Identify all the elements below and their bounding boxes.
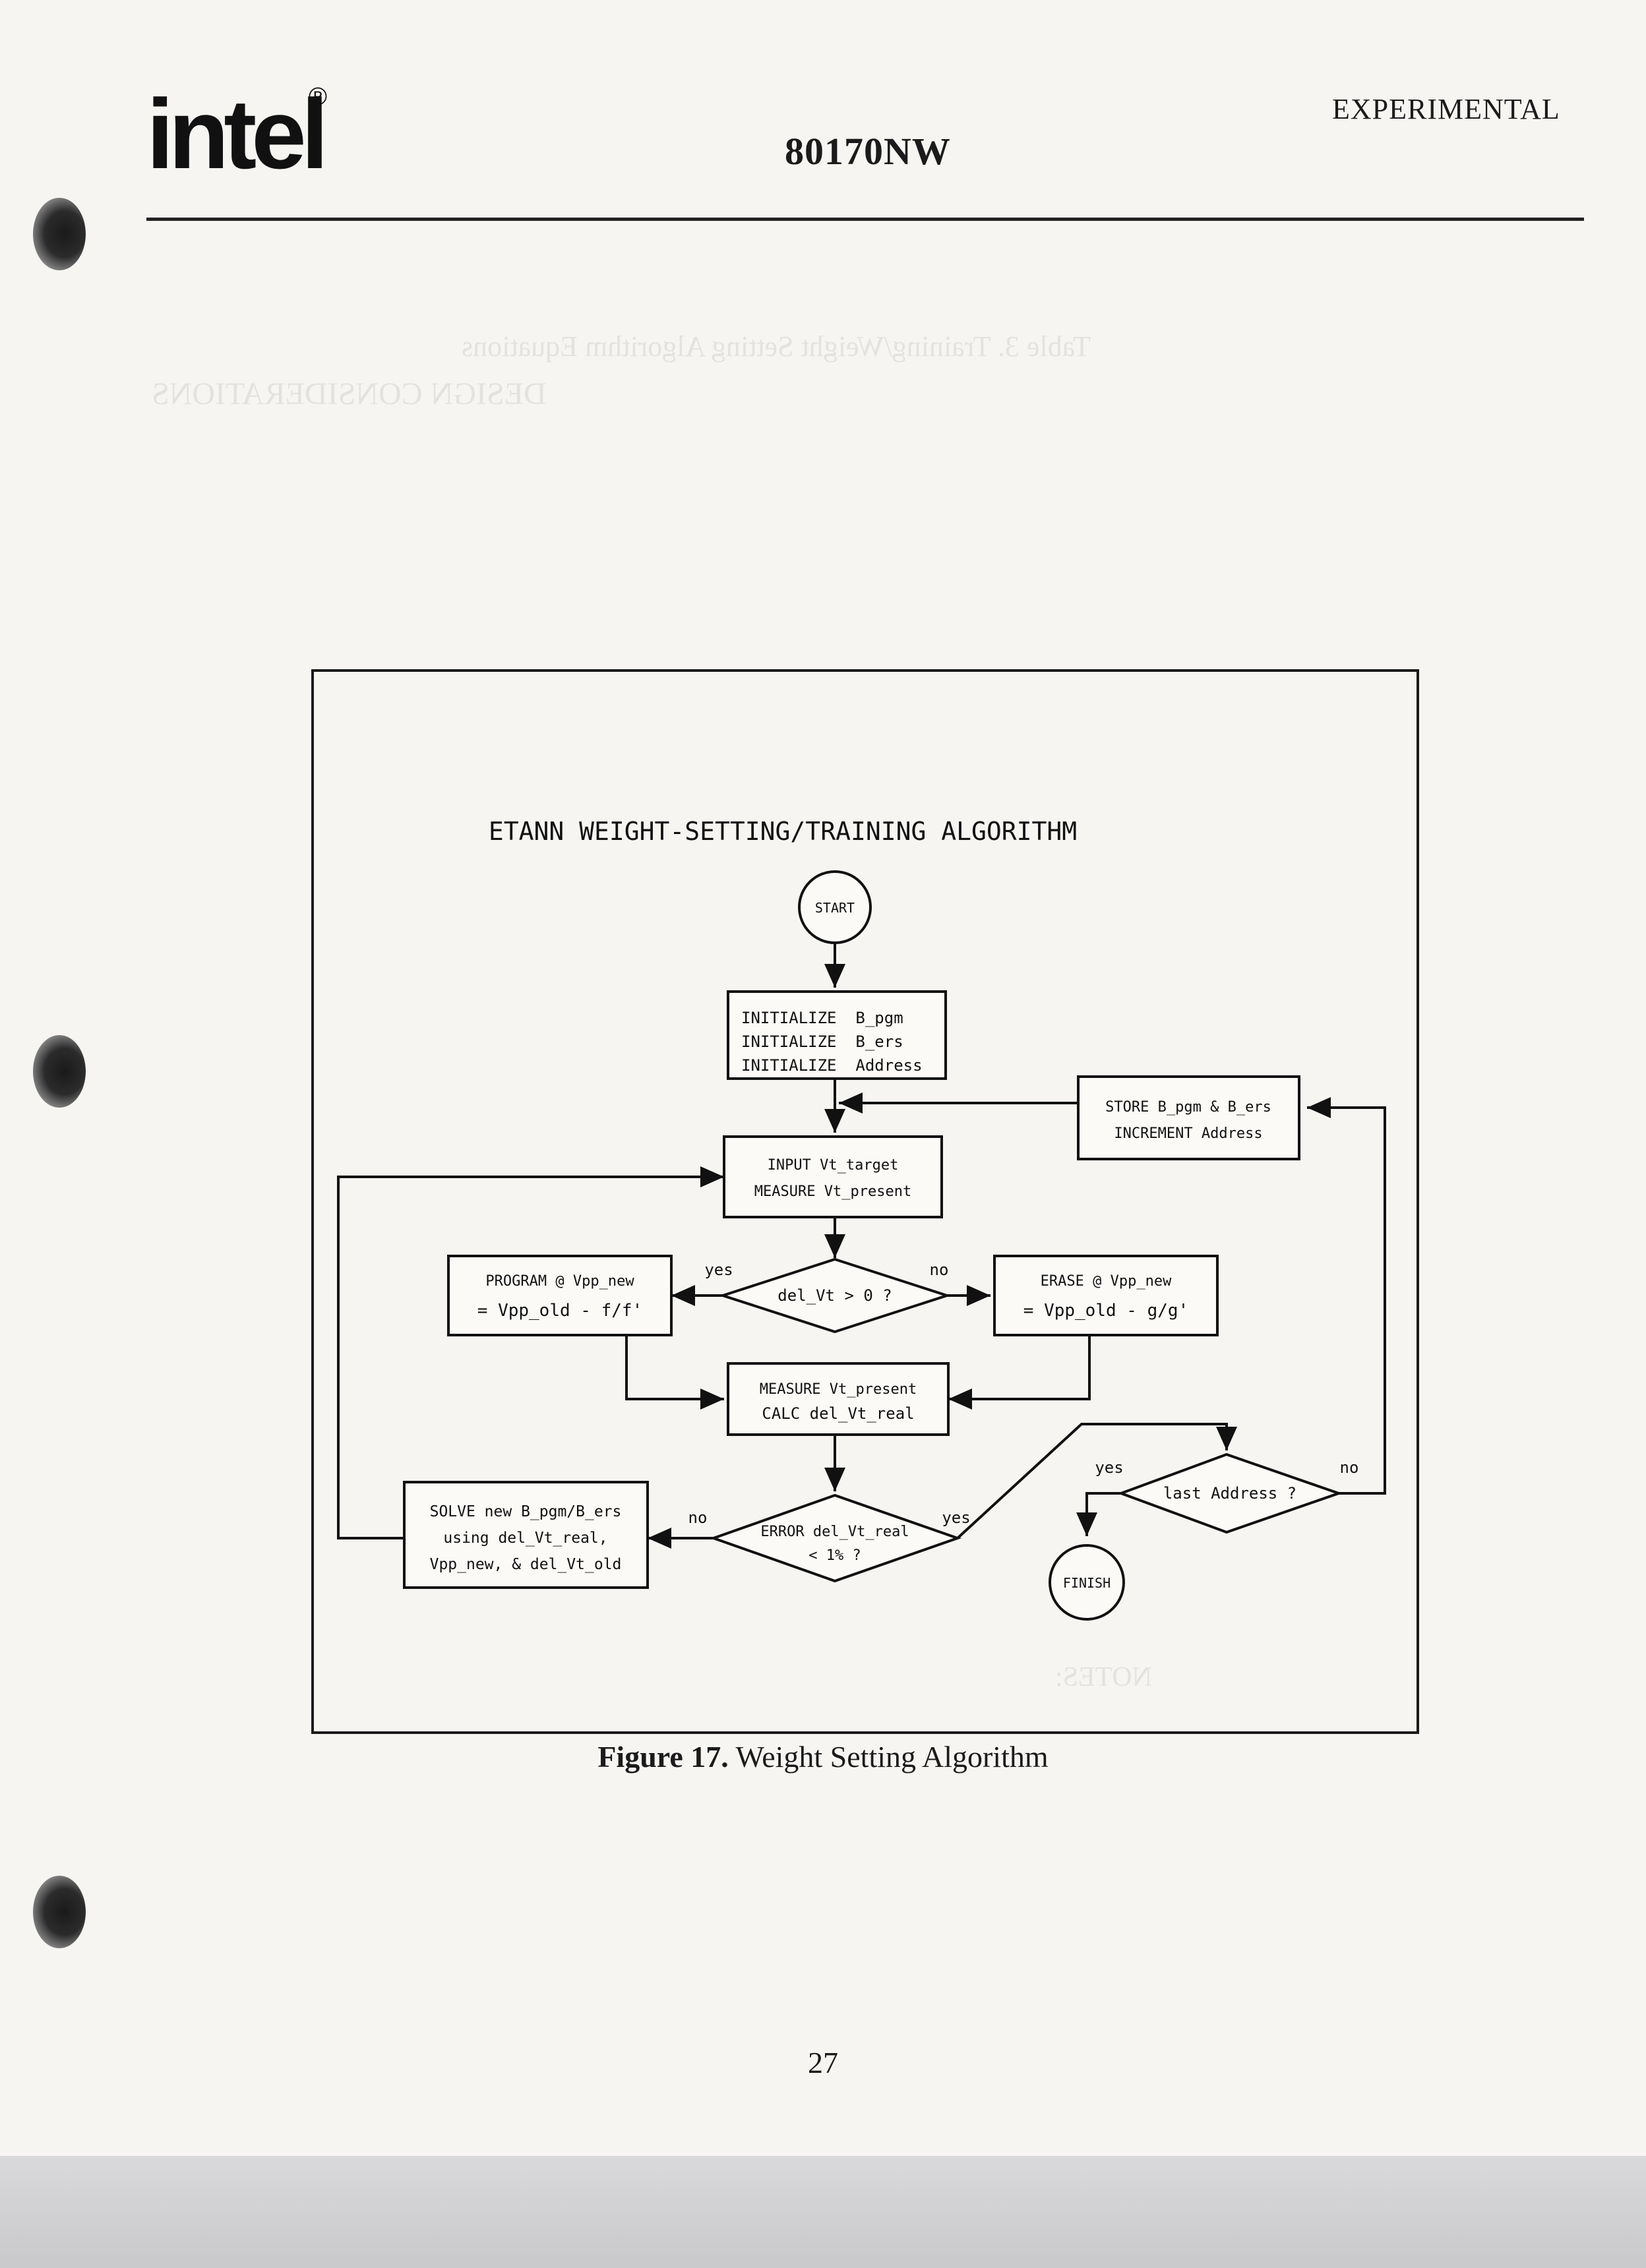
measure-box bbox=[727, 1362, 950, 1436]
edge-program-measure bbox=[625, 1335, 724, 1410]
init-line-2: INITIALIZE B_ers bbox=[741, 1032, 903, 1051]
solve-box bbox=[403, 1481, 649, 1589]
figure-caption: Figure 17. Weight Setting Algorithm bbox=[0, 1739, 1646, 1774]
page-number: 27 bbox=[808, 2046, 838, 2079]
last-yes-label: yes bbox=[1095, 1458, 1123, 1477]
delvt-yes-label: yes bbox=[704, 1261, 733, 1279]
binder-hole-top bbox=[33, 198, 86, 270]
flowchart-title: ETANN WEIGHT-SETTING/TRAINING ALGORITHM bbox=[489, 817, 1077, 846]
error-decision bbox=[709, 1493, 962, 1583]
store-line-1: STORE B_pgm & B_ers bbox=[1105, 1099, 1271, 1116]
intel-logo: intel bbox=[146, 78, 328, 189]
last-address-label: last Address ? bbox=[1163, 1484, 1296, 1503]
edge-solve-loop bbox=[337, 1166, 724, 1539]
delvt-no-label: no bbox=[930, 1261, 949, 1279]
edge-last-store bbox=[1307, 1097, 1386, 1495]
error-line-1: ERROR del_Vt_real bbox=[760, 1524, 909, 1540]
error-yes-label: yes bbox=[942, 1508, 970, 1527]
bleed-through-line-2: DESIGN CONSIDERATIONS bbox=[152, 376, 547, 411]
solve-line-3: Vpp_new, & del_Vt_old bbox=[430, 1556, 622, 1573]
erase-line-2: = Vpp_old - g/g' bbox=[1023, 1301, 1188, 1321]
init-box bbox=[727, 990, 947, 1080]
edge-erase-measure bbox=[948, 1335, 1091, 1410]
measure-line-1: MEASURE Vt_present bbox=[760, 1381, 917, 1398]
bleed-through-line-1: Table 3. Training/Weight Setting Algorit… bbox=[462, 330, 1091, 363]
last-address-decision bbox=[1117, 1452, 1343, 1534]
experimental-label: EXPERIMENTAL bbox=[1332, 93, 1560, 125]
flowchart: ETANN WEIGHT-SETTING/TRAINING ALGORITHM … bbox=[337, 817, 1386, 1621]
measure-line-2: CALC del_Vt_real bbox=[762, 1404, 914, 1423]
edge-last-finish bbox=[1076, 1492, 1121, 1536]
registered-mark: ® bbox=[309, 83, 327, 111]
finish-node bbox=[1049, 1544, 1125, 1621]
erase-line-1: ERASE @ Vpp_new bbox=[1041, 1273, 1172, 1290]
erase-box bbox=[993, 1255, 1219, 1336]
part-number-title: 80170NW bbox=[785, 130, 951, 173]
delvt-decision bbox=[718, 1257, 952, 1334]
error-line-2: < 1% ? bbox=[808, 1547, 861, 1564]
figure-number: Figure 17. bbox=[597, 1740, 729, 1774]
last-no-label: no bbox=[1340, 1458, 1359, 1477]
solve-line-2: using del_Vt_real, bbox=[443, 1530, 607, 1547]
header-rule bbox=[146, 218, 1584, 221]
store-line-2: INCREMENT Address bbox=[1114, 1125, 1262, 1142]
delvt-label: del_Vt > 0 ? bbox=[777, 1286, 892, 1305]
program-line-1: PROGRAM @ Vpp_new bbox=[485, 1273, 634, 1290]
program-box bbox=[447, 1255, 673, 1336]
init-line-3: INITIALIZE Address bbox=[741, 1056, 923, 1075]
edge-error-last bbox=[956, 1423, 1237, 1539]
scanner-background bbox=[0, 2156, 1646, 2268]
figure-frame bbox=[311, 669, 1419, 1734]
error-no-label: no bbox=[688, 1508, 708, 1527]
init-line-1: INITIALIZE B_pgm bbox=[741, 1009, 903, 1027]
input-line-1: INPUT Vt_target bbox=[768, 1157, 899, 1174]
program-line-2: = Vpp_old - f/f' bbox=[477, 1301, 642, 1321]
start-label: START bbox=[815, 900, 855, 916]
finish-label: FINISH bbox=[1063, 1575, 1111, 1591]
figure-caption-text: Weight Setting Algorithm bbox=[735, 1740, 1049, 1774]
binder-hole-middle bbox=[33, 1035, 86, 1108]
start-node bbox=[798, 870, 872, 944]
input-line-2: MEASURE Vt_present bbox=[754, 1183, 911, 1200]
input-box bbox=[723, 1135, 943, 1218]
store-box bbox=[1077, 1075, 1300, 1160]
binder-hole-bottom bbox=[33, 1876, 86, 1948]
solve-line-1: SOLVE new B_pgm/B_ers bbox=[430, 1503, 622, 1520]
